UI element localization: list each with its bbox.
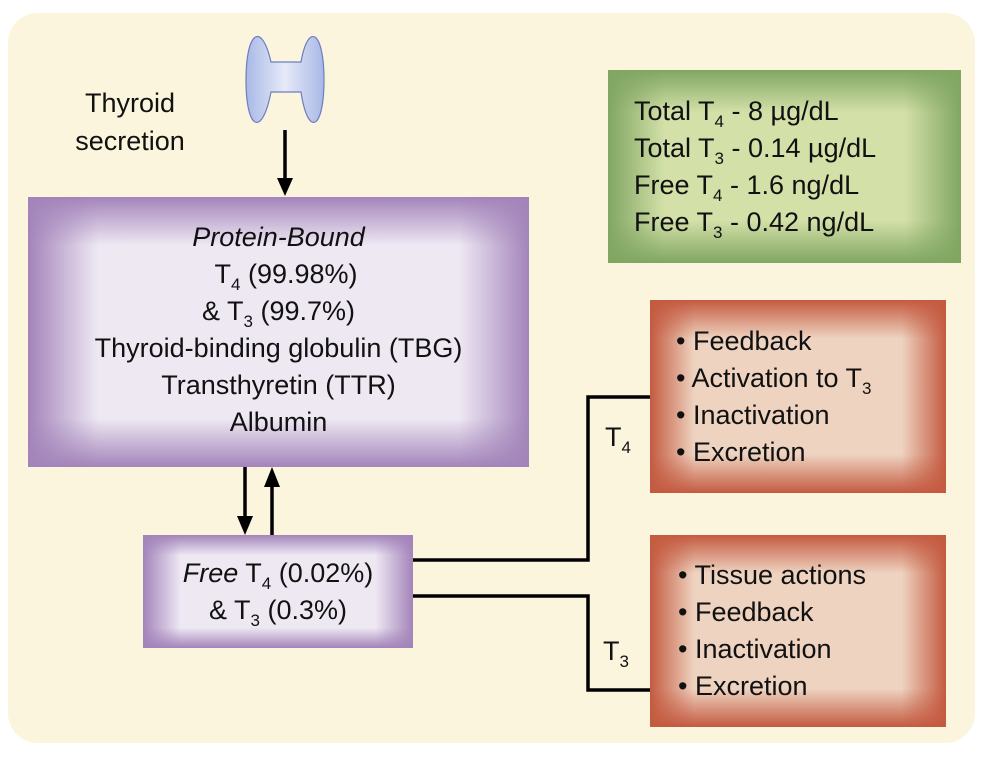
t3-connector-line	[412, 594, 652, 692]
level-row: Free T3 - 0.42 ng/dL	[634, 204, 961, 241]
t3-symbol: & T	[208, 594, 251, 625]
t3-subscript: 3	[243, 312, 253, 331]
level-label: Free T	[634, 169, 714, 200]
t3-symbol: & T	[201, 296, 244, 326]
level-row: Total T3 - 0.14 µg/dL	[634, 130, 961, 167]
bound-to-free-arrow	[237, 467, 253, 535]
branch-subscript: 3	[619, 652, 629, 671]
protein-ttr: Transthyretin (TTR)	[161, 370, 396, 400]
protein-bound-box: Protein-Bound T4 (99.98%) & T3 (99.7%) T…	[28, 197, 529, 467]
free-title: Free	[182, 557, 239, 588]
t3-subscript: 3	[250, 610, 260, 630]
level-label: Free T	[634, 206, 714, 237]
level-subscript: 4	[714, 111, 725, 131]
level-row: Total T4 - 8 µg/dL	[634, 93, 961, 130]
t4-subscript: 4	[230, 275, 241, 294]
branch-symbol: T	[605, 422, 622, 452]
bound-t4-line: T4 (99.98%)	[28, 256, 529, 293]
t4-subscript: 4	[261, 573, 272, 593]
free-hormone-box: Free T4 (0.02%) & T3 (0.3%)	[143, 535, 413, 648]
t4-symbol: T	[214, 259, 231, 289]
free-t3-line: & T3 (0.3%)	[143, 592, 413, 629]
action-text: • Activation to T	[676, 362, 863, 393]
level-label: Total T	[634, 95, 715, 126]
free-t4-percent: (0.02%)	[271, 557, 374, 588]
t4-actions-box: • Feedback • Activation to T3 • Inactiva…	[650, 300, 946, 493]
level-subscript: 3	[714, 148, 725, 168]
action-item: • Excretion	[676, 436, 806, 467]
branch-symbol: T	[603, 636, 620, 666]
action-item: • Tissue actions	[678, 560, 867, 590]
level-value: - 0.42 ng/dL	[722, 206, 875, 237]
level-row: Free T4 - 1.6 ng/dL	[634, 167, 961, 204]
bound-t4-percent: (99.98%)	[240, 259, 358, 289]
label-line-2: secretion	[75, 126, 185, 156]
bound-t3-percent: (99.7%)	[252, 296, 356, 326]
action-item: • Inactivation	[676, 399, 830, 430]
t3-branch-label: T3	[596, 632, 636, 670]
free-t3-percent: (0.3%)	[259, 594, 347, 625]
level-subscript: 3	[713, 222, 723, 242]
level-label: Total T	[634, 132, 715, 163]
t4-symbol: T	[238, 557, 262, 588]
free-to-bound-arrow	[264, 467, 280, 535]
action-item: • Excretion	[678, 671, 808, 701]
secretion-arrow	[277, 130, 293, 196]
t3-actions-box: • Tissue actions • Feedback • Inactivati…	[650, 535, 946, 727]
branch-subscript: 4	[621, 438, 631, 457]
protein-bound-title: Protein-Bound	[192, 222, 365, 252]
thyroid-gland-icon	[245, 36, 325, 123]
action-subscript: 3	[862, 378, 872, 398]
label-line-1: Thyroid	[84, 88, 176, 118]
level-subscript: 4	[713, 185, 723, 205]
protein-tbg: Thyroid-binding globulin (TBG)	[94, 333, 463, 363]
action-item: • Inactivation	[678, 634, 832, 664]
bound-t3-line: & T3 (99.7%)	[28, 293, 529, 330]
serum-levels-box: Total T4 - 8 µg/dL Total T3 - 0.14 µg/dL…	[608, 70, 961, 263]
protein-albumin: Albumin	[229, 407, 328, 437]
action-item: • Feedback	[676, 325, 812, 356]
thyroid-secretion-label: Thyroid secretion	[50, 84, 210, 160]
action-item: • Activation to T3	[676, 360, 946, 397]
level-value: - 1.6 ng/dL	[722, 169, 860, 200]
t4-connector-line	[412, 395, 652, 562]
level-value: - 0.14 µg/dL	[724, 132, 877, 163]
action-item: • Feedback	[678, 597, 814, 627]
level-value: - 8 µg/dL	[724, 95, 839, 126]
free-t4-line: Free T4 (0.02%)	[143, 555, 413, 592]
t4-branch-label: T4	[598, 418, 638, 456]
